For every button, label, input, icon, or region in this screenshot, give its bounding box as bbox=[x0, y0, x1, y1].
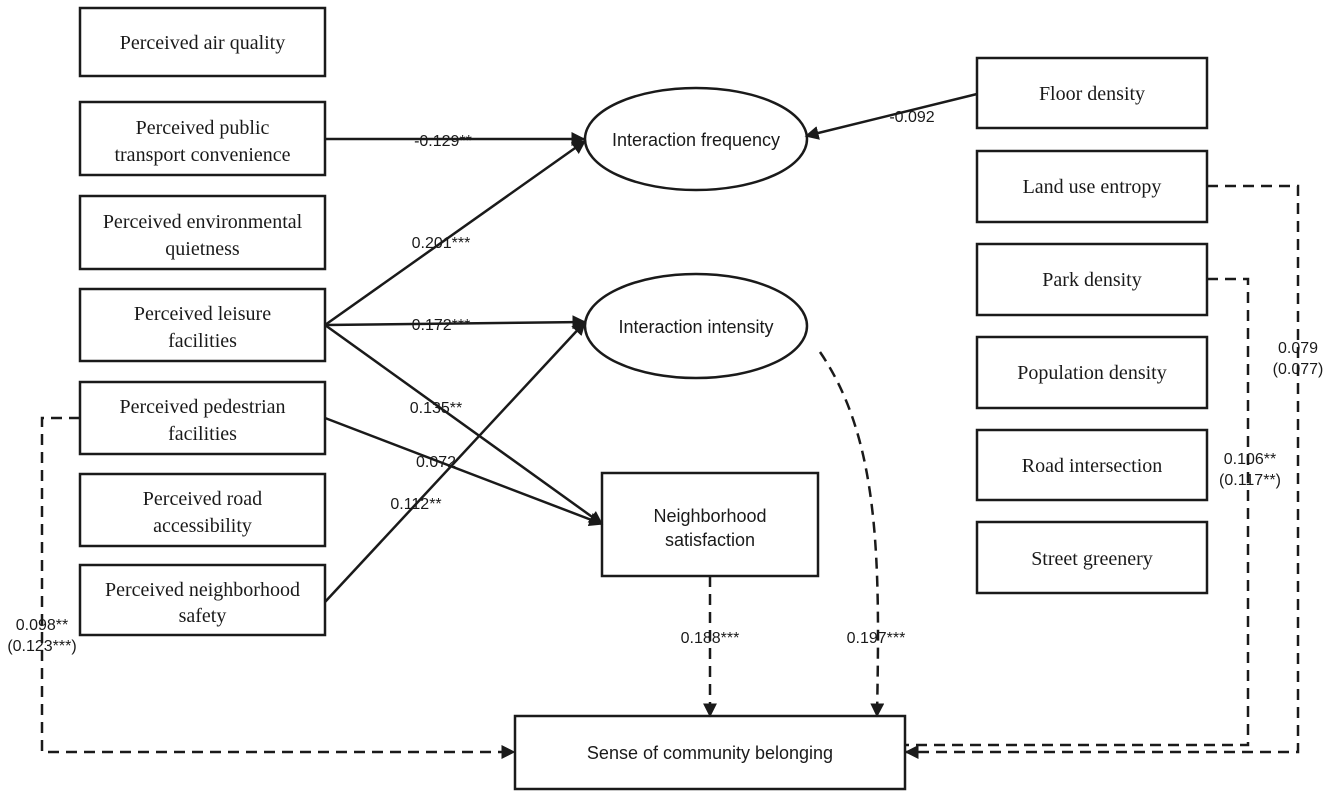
box-label: Road intersection bbox=[1022, 455, 1163, 477]
box-road-intersection: Road intersection bbox=[975, 428, 1209, 502]
coef-leisure-satisfaction: 0.135** bbox=[410, 400, 463, 417]
box-perceived-neighborhood-safety: Perceived neighborhood safety bbox=[78, 563, 327, 637]
box-label: Park density bbox=[1042, 269, 1141, 291]
box-label-line-2: facilities bbox=[168, 330, 237, 352]
box-label-line-2: quietness bbox=[165, 238, 240, 260]
coef-landuse-outcome: 0.079 bbox=[1278, 340, 1318, 357]
coef-satisfaction-outcome: 0.188*** bbox=[681, 630, 740, 647]
box-label-line-1: Perceived environmental bbox=[103, 211, 303, 233]
box-perceived-leisure-facilities: Perceived leisure facilities bbox=[78, 287, 327, 363]
box-label-line-1: Perceived road bbox=[143, 488, 262, 510]
box-label-line-1: Perceived neighborhood bbox=[105, 579, 300, 601]
box-perceived-environmental-quietness: Perceived environmental quietness bbox=[78, 194, 327, 271]
box-label-line-1: Neighborhood bbox=[653, 506, 766, 526]
path-leisure-to-intensity bbox=[324, 315, 587, 330]
box-label-line-1: Perceived public bbox=[136, 117, 270, 139]
path-park-to-outcome bbox=[906, 277, 1250, 747]
box-label-line-1: Perceived pedestrian bbox=[119, 396, 285, 418]
box-neighborhood-satisfaction: Neighborhood satisfaction bbox=[600, 471, 820, 578]
coef-leisure-frequency: 0.201*** bbox=[412, 235, 471, 252]
path-safety-to-intensity bbox=[324, 320, 586, 603]
ellipse-label: Interaction frequency bbox=[612, 130, 780, 150]
box-label: Street greenery bbox=[1031, 548, 1153, 570]
box-land-use-entropy: Land use entropy bbox=[975, 149, 1209, 224]
coef-pedestrian-outcome-alt: (0.123***) bbox=[7, 638, 76, 655]
path-pedestrian-to-outcome bbox=[40, 416, 516, 759]
coef-intensity-outcome: 0.197*** bbox=[847, 630, 906, 647]
coef-park-outcome: 0.106** bbox=[1224, 451, 1277, 468]
box-label-line-2: satisfaction bbox=[665, 530, 755, 550]
path-leisure-to-frequency bbox=[324, 139, 587, 327]
box-label-line-2: facilities bbox=[168, 423, 237, 445]
coef-transport-frequency: -0.129** bbox=[414, 133, 472, 150]
coef-safety-intensity: 0.112** bbox=[390, 496, 441, 513]
ellipse-label: Interaction intensity bbox=[618, 317, 773, 337]
coef-park-outcome-alt: (0.117**) bbox=[1219, 472, 1281, 489]
box-street-greenery: Street greenery bbox=[975, 520, 1209, 595]
box-sense-of-community-belonging: Sense of community belonging bbox=[513, 714, 907, 791]
box-floor-density: Floor density bbox=[975, 56, 1209, 130]
path-landuse-to-outcome bbox=[904, 184, 1300, 759]
box-perceived-pedestrian-facilities: Perceived pedestrian facilities bbox=[78, 380, 327, 456]
coef-landuse-outcome-alt: (0.077) bbox=[1273, 361, 1324, 378]
path-leisure-to-satisfaction bbox=[324, 323, 604, 526]
coef-pedestrian-outcome: 0.098** bbox=[16, 617, 69, 634]
box-perceived-road-accessibility: Perceived road accessibility bbox=[78, 472, 327, 548]
ellipse-interaction-intensity: Interaction intensity bbox=[583, 272, 809, 380]
box-label: Land use entropy bbox=[1023, 176, 1162, 198]
path-floor-to-frequency bbox=[804, 92, 978, 140]
box-label: Population density bbox=[1017, 362, 1166, 384]
box-park-density: Park density bbox=[975, 242, 1209, 317]
path-intensity-to-outcome bbox=[818, 351, 885, 718]
coef-floor-frequency: -0.092 bbox=[889, 109, 934, 126]
box-label-line-2: transport convenience bbox=[114, 144, 290, 166]
ellipse-interaction-frequency: Interaction frequency bbox=[583, 86, 809, 192]
coef-pedestrian-satisfaction: 0.072 bbox=[416, 454, 456, 471]
box-label-line-2: accessibility bbox=[153, 515, 252, 537]
box-label: Floor density bbox=[1039, 83, 1145, 105]
box-perceived-public-transport-convenience: Perceived public transport convenience bbox=[78, 100, 327, 177]
box-label: Sense of community belonging bbox=[587, 743, 833, 763]
box-label: Perceived air quality bbox=[120, 32, 286, 54]
box-population-density: Population density bbox=[975, 335, 1209, 410]
box-label-line-1: Perceived leisure bbox=[134, 303, 271, 325]
coef-leisure-intensity: 0.172*** bbox=[412, 317, 471, 334]
box-label-line-2: safety bbox=[179, 605, 227, 627]
path-pedestrian-to-satisfaction bbox=[324, 416, 604, 527]
box-perceived-air-quality: Perceived air quality bbox=[78, 6, 327, 78]
